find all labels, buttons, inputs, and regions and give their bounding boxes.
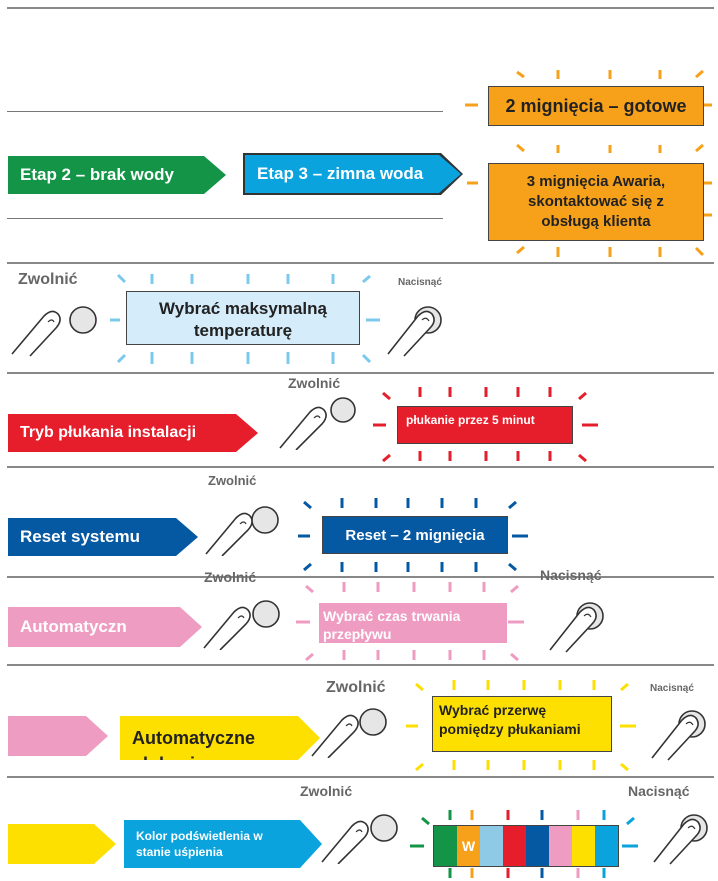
release-label: Zwolnić <box>288 375 341 391</box>
finger-release-icon <box>205 506 279 556</box>
fault-indicator-box: 3 mignięcia Awaria, skontaktować się z o… <box>488 163 704 241</box>
stripe-orange: W <box>457 826 480 866</box>
section-divider <box>7 466 714 468</box>
rainbow-flash-rays <box>410 810 638 878</box>
automatic-arrow: Automatyczn <box>8 607 202 647</box>
stripe-letter: W <box>461 838 476 854</box>
system-reset-arrow: Reset systemu <box>8 518 198 556</box>
red-flash-rays <box>373 387 598 463</box>
stripe-blue <box>595 826 618 866</box>
max-temperature-box: Wybrać maksymalną temperaturę <box>126 291 360 345</box>
light-blue-flash-rays <box>110 273 380 364</box>
automatic-rinse-label: Automatyczne płukanie <box>132 728 256 748</box>
automatic-label: Automatyczn <box>20 617 127 636</box>
stripe-red <box>503 826 526 866</box>
finger-press-icon <box>387 306 442 357</box>
color-stripes-box: W <box>433 825 619 867</box>
row1-upper-line <box>7 111 443 112</box>
rinse-5-min-label: płukanie przez 5 minut <box>406 413 535 427</box>
rinse-5-min-box: płukanie przez 5 minut <box>397 406 573 444</box>
press-label: Nacisnąć <box>540 567 602 583</box>
section-divider <box>7 664 714 666</box>
reset-indicator-label: Reset – 2 mignięcia <box>345 526 485 544</box>
release-label: Zwolnić <box>18 271 78 288</box>
automatic-rinse-arrow: Automatyczne płukanie <box>120 716 320 760</box>
finger-release-icon <box>203 600 280 650</box>
pink-step-arrow <box>8 716 108 756</box>
finger-press-icon <box>651 710 706 761</box>
section-divider <box>7 7 714 9</box>
section-divider <box>7 372 714 374</box>
rinse-mode-label: Tryb płukania instalacji <box>20 424 197 441</box>
ready-label: 2 mignięcia – gotowe <box>505 95 687 116</box>
section-divider <box>7 776 714 778</box>
yellow-flash-rays <box>406 680 636 772</box>
flow-duration-box: Wybrać czas trwania przepływu <box>318 602 508 644</box>
finger-release-icon <box>311 708 387 758</box>
stripe-dark-blue <box>526 826 549 866</box>
stripe-light-blue <box>480 826 503 866</box>
release-label: Zwolnić <box>204 569 257 585</box>
release-label: Zwolnić <box>326 679 386 696</box>
release-label: Zwolnić <box>300 783 353 799</box>
max-temperature-label: Wybrać maksymalną temperaturę <box>159 299 327 340</box>
section-divider <box>7 262 714 264</box>
stripe-yellow <box>572 826 595 866</box>
stage-3-label: Etap 3 – zimna woda <box>257 164 424 183</box>
finger-release-icon <box>11 306 97 357</box>
section-divider <box>7 576 714 578</box>
row1-lower-line <box>7 218 443 219</box>
pink-flash-rays <box>296 582 524 662</box>
fault-label: 3 mignięcia Awaria, skontaktować się z o… <box>526 173 666 230</box>
finger-press-icon <box>653 814 708 865</box>
dark-blue-flash-rays <box>298 498 528 572</box>
reset-indicator-box: Reset – 2 mignięcia <box>322 516 508 554</box>
standby-backlight-label: Kolor podświetlenia w stanie uśpienia <box>136 829 263 859</box>
rinse-mode-arrow: Tryb płukania instalacji <box>8 414 258 452</box>
finger-release-icon <box>279 397 356 450</box>
stage-3-arrow: Etap 3 – zimna woda <box>245 155 461 193</box>
stage-2-label: Etap 2 – brak wody <box>20 165 174 184</box>
rinse-interval-label: Wybrać przerwę pomiędzy płukaniami <box>439 702 581 737</box>
stripe-green <box>434 826 457 866</box>
finger-release-icon <box>321 814 398 864</box>
press-label: Nacisnąć <box>650 683 694 694</box>
press-label: Nacisnąć <box>628 783 690 799</box>
press-label: Nacisnąć <box>398 277 442 288</box>
stripe-pink <box>549 826 572 866</box>
flow-duration-label: Wybrać czas trwania przepływu <box>323 608 461 642</box>
system-reset-label: Reset systemu <box>20 527 141 546</box>
release-label: Zwolnić <box>208 473 257 488</box>
finger-press-icon <box>549 602 604 653</box>
rinse-interval-box: Wybrać przerwę pomiędzy płukaniami <box>432 696 612 752</box>
yellow-step-arrow <box>8 824 116 864</box>
ready-indicator-box: 2 mignięcia – gotowe <box>488 86 704 126</box>
standby-backlight-arrow: Kolor podświetlenia w stanie uśpienia <box>124 820 322 868</box>
stage-2-arrow: Etap 2 – brak wody <box>8 156 226 194</box>
